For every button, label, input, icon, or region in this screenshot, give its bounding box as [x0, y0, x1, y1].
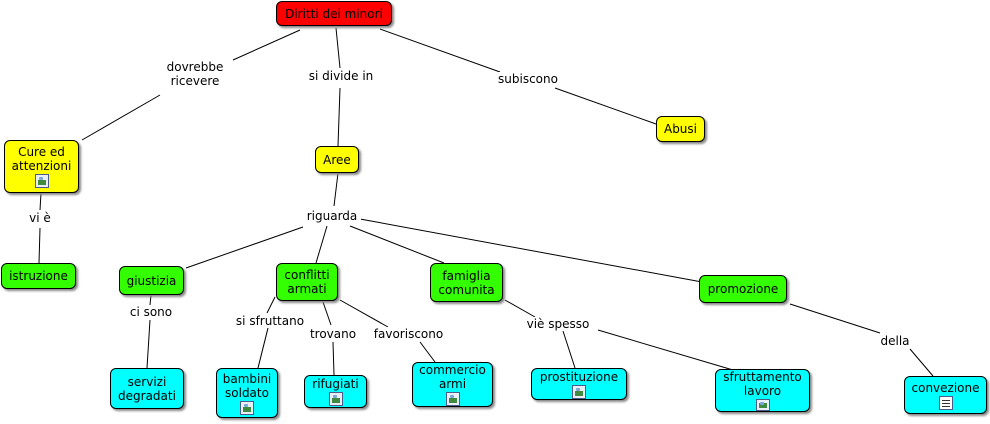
- node-cure-ed-attenzioni[interactable]: Cure ed attenzioni: [4, 140, 79, 193]
- edge-root-subiscono: [379, 28, 501, 73]
- image-icon[interactable]: [445, 392, 460, 406]
- node-label: servizi degradati: [118, 374, 176, 403]
- link-riguarda: riguarda: [303, 209, 361, 223]
- node-sfruttamento-lavoro[interactable]: sfruttamento lavoro: [715, 369, 810, 412]
- link-dovrebbe-ricevere: dovrebbe ricevere: [158, 60, 232, 88]
- link-trovano: trovano: [307, 327, 359, 341]
- edge-sisfruttano-bambini: [257, 327, 269, 369]
- edge-root-dovrebbe: [232, 29, 301, 61]
- node-label: convezione: [911, 380, 980, 395]
- node-label: famiglia comunita: [438, 268, 495, 297]
- edge-della-convezione: [909, 348, 934, 377]
- node-conflitti-armati[interactable]: conflitti armati: [276, 263, 338, 301]
- node-label: Diritti dei minori: [285, 6, 383, 21]
- link-si-divide-in: si divide in: [302, 69, 380, 83]
- node-famiglia-comunita[interactable]: famiglia comunita: [430, 263, 503, 302]
- node-convezione[interactable]: convezione: [904, 376, 987, 414]
- edge-riguarda-famiglia: [349, 225, 445, 264]
- image-icon[interactable]: [572, 384, 586, 399]
- node-promozione[interactable]: promozione: [699, 275, 787, 303]
- image-icon[interactable]: [328, 392, 343, 406]
- image-icon[interactable]: [34, 174, 49, 188]
- edge-trovano-rifugiati: [332, 341, 335, 376]
- edge-riguarda-promozione: [359, 218, 703, 283]
- edge-vie-istruzione: [38, 227, 41, 264]
- node-bambini-soldato[interactable]: bambini soldato: [216, 368, 278, 418]
- edge-famiglia-viespesso: [504, 299, 536, 318]
- node-rifugiati[interactable]: rifugiati: [304, 375, 367, 408]
- link-ci-sono: ci sono: [126, 305, 176, 319]
- edge-sidivide-aree: [337, 87, 341, 147]
- node-giustizia[interactable]: giustizia: [119, 266, 184, 295]
- image-icon[interactable]: [755, 399, 770, 411]
- image-icon[interactable]: [240, 400, 254, 415]
- node-label: istruzione: [9, 269, 68, 283]
- node-label: rifugiati: [312, 377, 359, 391]
- document-icon[interactable]: [938, 395, 953, 410]
- node-diritti-dei-minori[interactable]: Diritti dei minori: [276, 1, 392, 26]
- node-label: Aree: [323, 152, 351, 167]
- edge-root-sidivide: [335, 27, 341, 69]
- node-prostituzione[interactable]: prostituzione: [531, 368, 627, 400]
- link-subiscono: subiscono: [494, 72, 562, 86]
- edge-conflitti-favoriscono: [339, 299, 389, 328]
- edge-giustizia-cisono: [149, 294, 152, 306]
- edge-dovrebbe-cure: [81, 94, 161, 141]
- link-vi-e: vi è: [26, 211, 54, 225]
- node-label: sfruttamento lavoro: [723, 370, 802, 398]
- node-istruzione[interactable]: istruzione: [1, 263, 76, 289]
- node-label: promozione: [707, 282, 779, 296]
- node-abusi[interactable]: Abusi: [656, 116, 705, 142]
- edge-promozione-della: [789, 303, 881, 334]
- link-vie-spesso: viè spesso: [524, 317, 592, 331]
- node-label: conflitti armati: [284, 268, 330, 296]
- edge-conflitti-sisfruttano: [266, 296, 276, 314]
- edge-cisono-servizi: [146, 319, 151, 369]
- node-label: commercio armi: [419, 363, 486, 391]
- edge-cure-vie: [39, 192, 42, 211]
- edge-riguarda-giustizia: [185, 226, 304, 269]
- edge-viespesso-prostituzione: [562, 330, 576, 369]
- edge-conflitti-trovano: [322, 301, 332, 326]
- link-della: della: [876, 334, 914, 348]
- edge-riguarda-conflitti: [315, 225, 328, 264]
- node-label: Cure ed attenzioni: [11, 145, 72, 173]
- node-label: giustizia: [126, 273, 177, 288]
- node-servizi-degradati[interactable]: servizi degradati: [110, 368, 184, 409]
- edge-subiscono-abusi: [554, 87, 657, 125]
- edge-favoriscono-commercio: [419, 341, 436, 363]
- node-label: prostituzione: [539, 369, 619, 384]
- edge-aree-riguarda: [333, 172, 339, 207]
- node-commercio-armi[interactable]: commercio armi: [412, 362, 493, 407]
- node-aree[interactable]: Aree: [315, 146, 359, 173]
- edge-viespesso-sfruttamento: [597, 329, 734, 371]
- link-favoriscono: favoriscono: [371, 327, 446, 341]
- node-label: bambini soldato: [222, 371, 272, 400]
- node-label: Abusi: [663, 122, 698, 136]
- link-si-sfruttano: si sfruttano: [232, 314, 308, 328]
